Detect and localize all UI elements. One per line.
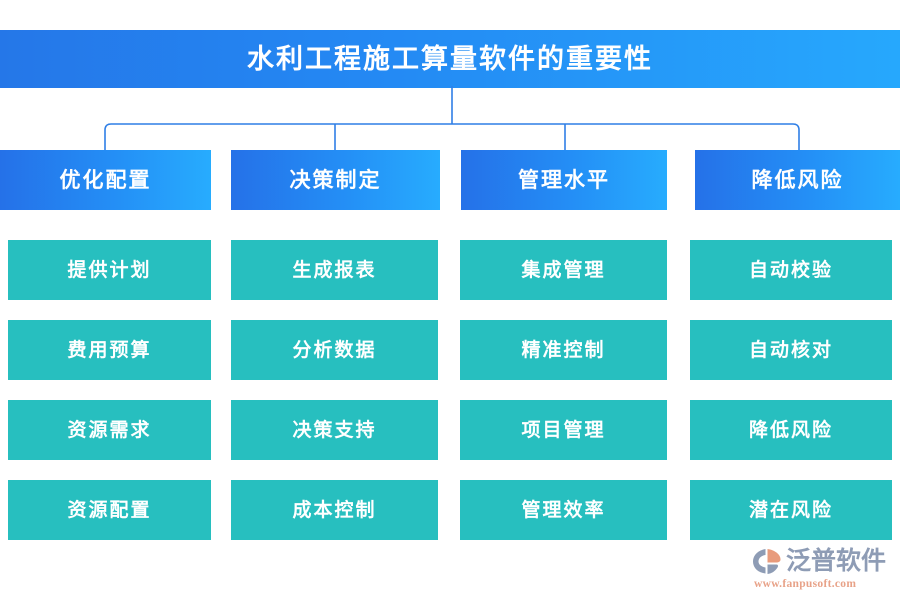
category-label-3: 管理水平 xyxy=(518,167,610,192)
item-box-c4-r2[interactable]: 自动核对 xyxy=(690,320,892,380)
item-box-c2-r4[interactable]: 成本控制 xyxy=(231,480,438,540)
item-box-c3-r4[interactable]: 管理效率 xyxy=(460,480,667,540)
item-label-c2-r4: 成本控制 xyxy=(292,499,377,521)
category-row: 优化配置 决策制定 管理水平 降低风险 xyxy=(0,150,900,210)
item-label-c4-r1: 自动校验 xyxy=(748,259,833,281)
fanpu-mark-wedge xyxy=(767,549,781,563)
item-label-c2-r1: 生成报表 xyxy=(292,259,377,281)
diagram-title: 水利工程施工算量软件的重要性 xyxy=(247,43,653,74)
item-box-c2-r3[interactable]: 决策支持 xyxy=(231,400,438,460)
category-label-4: 降低风险 xyxy=(751,167,844,192)
item-label-c2-r2: 分析数据 xyxy=(292,339,377,361)
item-box-c4-r4[interactable]: 潜在风险 xyxy=(690,480,892,540)
item-grid: 提供计划 费用预算 资源需求 资源配置 生成报表 分析数据 决策支持 成本控制 … xyxy=(0,240,900,540)
brand-url: www.fanpusoft.com xyxy=(754,578,857,590)
item-box-c2-r1[interactable]: 生成报表 xyxy=(231,240,438,300)
item-box-c3-r1[interactable]: 集成管理 xyxy=(460,240,667,300)
connector-lines xyxy=(104,86,800,150)
item-label-c4-r2: 自动核对 xyxy=(748,339,833,361)
item-box-c1-r2[interactable]: 费用预算 xyxy=(8,320,211,380)
item-box-c4-r1[interactable]: 自动校验 xyxy=(690,240,892,300)
category-box-1[interactable]: 优化配置 xyxy=(0,150,211,210)
fanpu-mark-arc xyxy=(753,549,766,574)
item-box-c3-r2[interactable]: 精准控制 xyxy=(460,320,667,380)
category-label-1: 优化配置 xyxy=(59,167,152,192)
item-label-c4-r4: 潜在风险 xyxy=(748,499,833,521)
category-box-2[interactable]: 决策制定 xyxy=(231,150,440,210)
item-label-c2-r3: 决策支持 xyxy=(292,419,377,441)
item-label-c3-r2: 精准控制 xyxy=(521,339,606,361)
item-label-c1-r2: 费用预算 xyxy=(67,339,152,361)
item-box-c1-r1[interactable]: 提供计划 xyxy=(8,240,211,300)
fanpu-f-mark-icon xyxy=(753,549,781,574)
item-label-c4-r3: 降低风险 xyxy=(748,419,833,441)
item-label-c3-r3: 项目管理 xyxy=(521,419,606,441)
category-box-3[interactable]: 管理水平 xyxy=(461,150,667,210)
item-label-c3-r1: 集成管理 xyxy=(521,259,606,281)
brand-logo: 泛普软件 www.fanpusoft.com xyxy=(752,546,892,592)
category-label-2: 决策制定 xyxy=(289,167,382,192)
item-label-c1-r3: 资源需求 xyxy=(67,419,152,441)
item-box-c3-r3[interactable]: 项目管理 xyxy=(460,400,667,460)
category-box-4[interactable]: 降低风险 xyxy=(695,150,900,210)
item-label-c1-r4: 资源配置 xyxy=(67,499,152,521)
item-box-c4-r3[interactable]: 降低风险 xyxy=(690,400,892,460)
brand-name: 泛普软件 xyxy=(786,547,887,575)
brand-logo-row: 泛普软件 xyxy=(752,546,892,576)
connector-bus xyxy=(104,123,800,150)
diagram-title-banner: 水利工程施工算量软件的重要性 xyxy=(0,30,900,88)
item-label-c1-r1: 提供计划 xyxy=(67,259,152,281)
item-label-c3-r4: 管理效率 xyxy=(521,499,606,521)
fanpu-mark-tail xyxy=(767,564,779,574)
item-box-c1-r4[interactable]: 资源配置 xyxy=(8,480,211,540)
item-box-c2-r2[interactable]: 分析数据 xyxy=(231,320,438,380)
item-box-c1-r3[interactable]: 资源需求 xyxy=(8,400,211,460)
